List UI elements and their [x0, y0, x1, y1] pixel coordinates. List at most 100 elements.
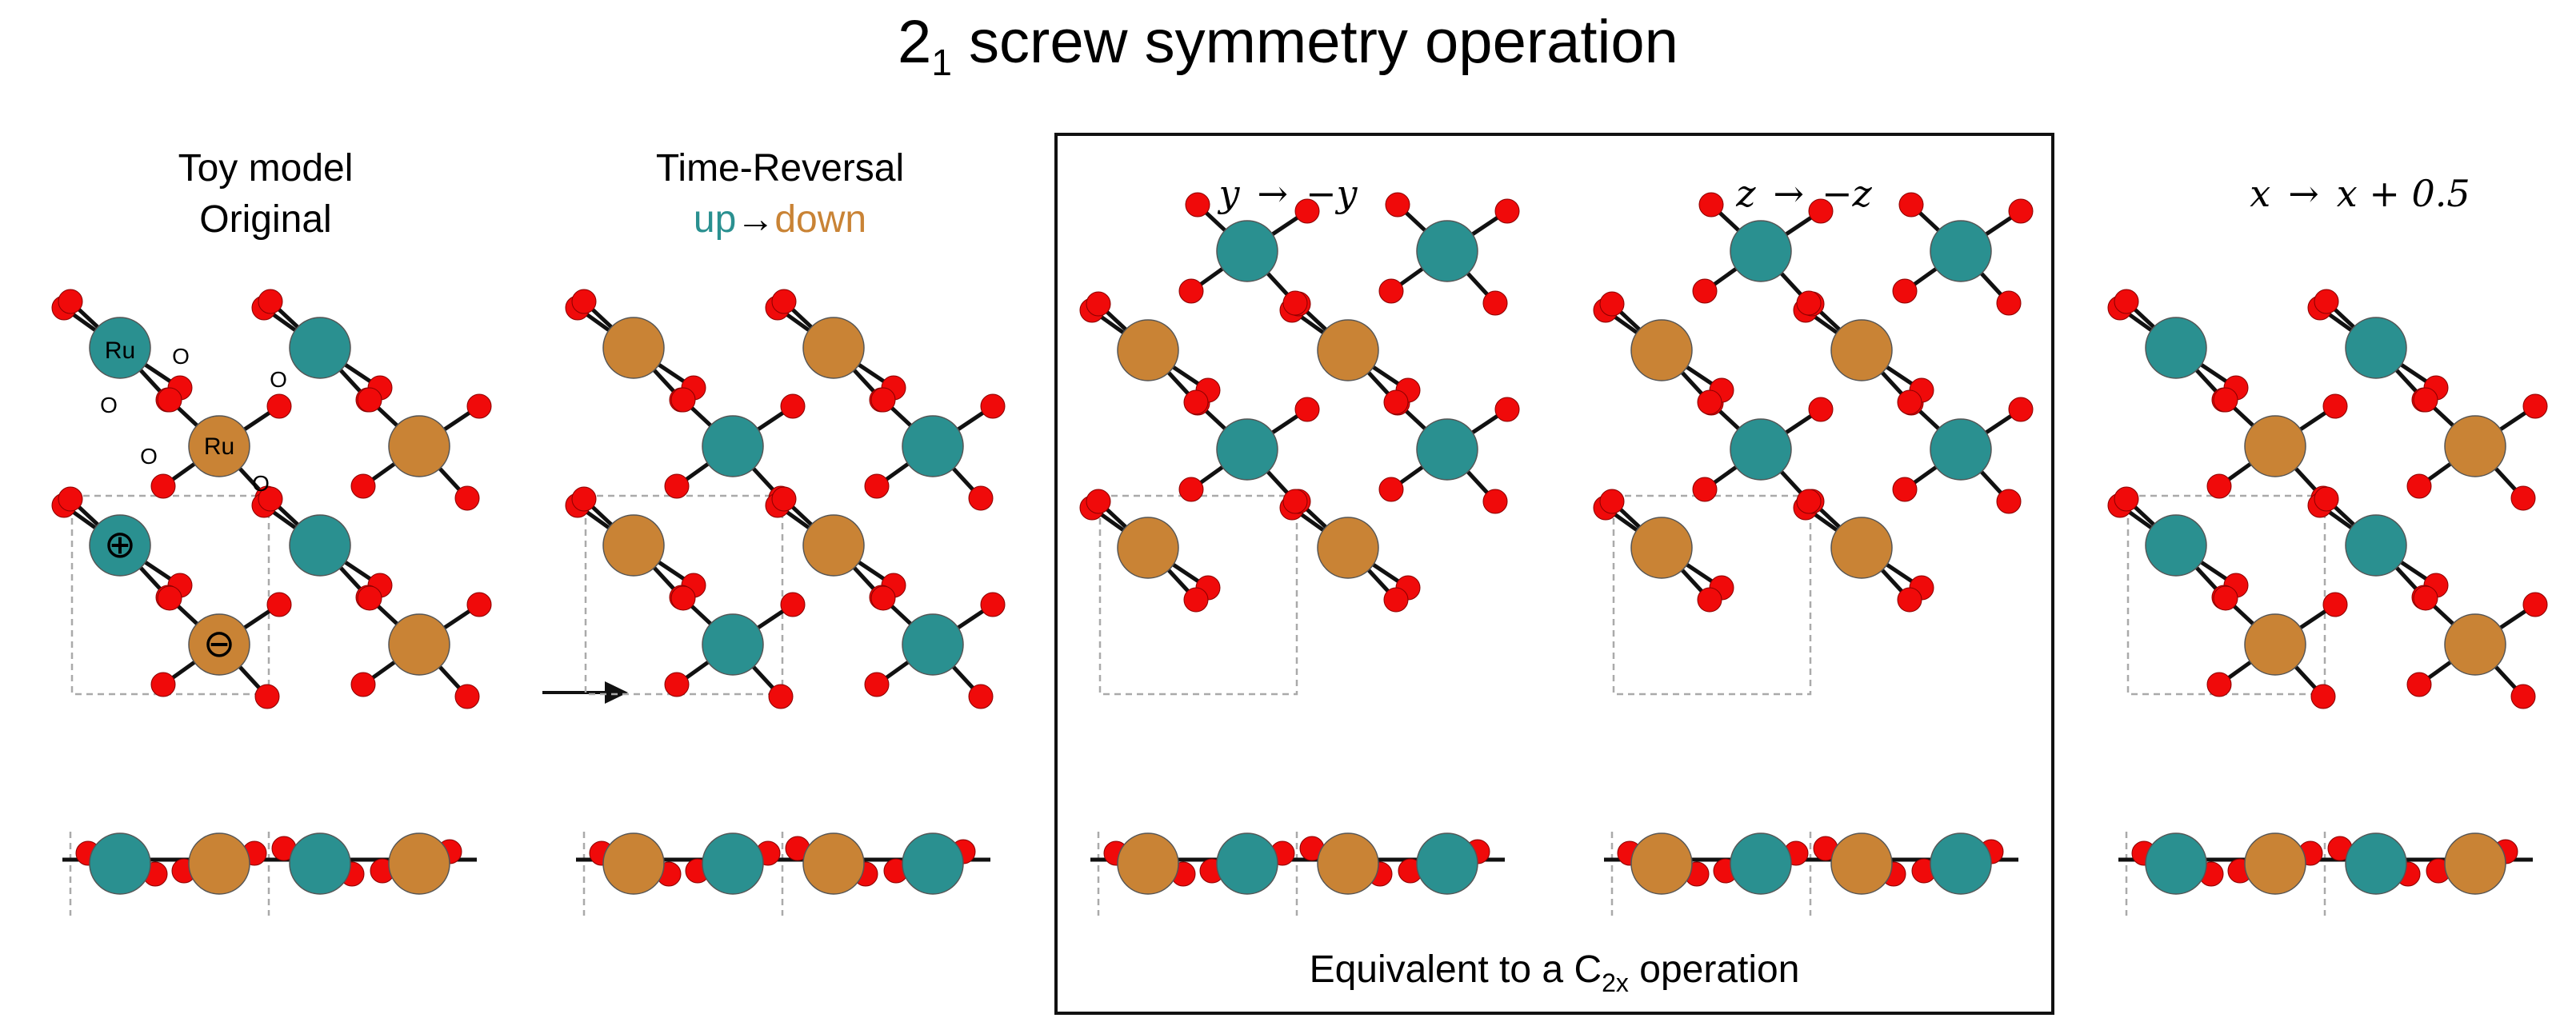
ruthenium-atom [2444, 415, 2506, 477]
oxygen-atom [1599, 489, 1625, 514]
panel-time-reversal-lattice [565, 289, 1006, 916]
ruthenium-atom [1416, 220, 1478, 282]
ruthenium-atom [2345, 317, 2407, 379]
oxygen-atom [670, 585, 696, 611]
oxygen-atom [357, 585, 382, 611]
oxygen-atom [1698, 192, 1724, 218]
oxygen-atom [2406, 672, 2432, 697]
oxygen-atom [1178, 477, 1204, 502]
oxygen-atom [254, 684, 280, 709]
ruthenium-atom [1317, 517, 1379, 579]
oxygen-atom [157, 585, 182, 611]
oxygen-atom [2322, 592, 2348, 617]
oxygen-atom [357, 387, 382, 413]
side-ruthenium-atom [89, 832, 151, 895]
up-down-arrow: → [736, 198, 774, 241]
oxygen-atom [2510, 485, 2536, 511]
oxygen-atom [2314, 486, 2339, 512]
o-label-1: O [172, 344, 190, 369]
ruthenium-atom [89, 317, 151, 379]
ruthenium-atom [1630, 319, 1693, 381]
oxygen-atom [2310, 684, 2336, 709]
ruthenium-atom [289, 317, 351, 379]
oxygen-atom [2510, 684, 2536, 709]
o-label-4: O [140, 444, 158, 469]
ruthenium-atom [1216, 220, 1278, 282]
oxygen-atom [2413, 387, 2438, 413]
panel-z-flip-title: z→−z [1735, 172, 1872, 215]
oxygen-atom [664, 672, 690, 697]
oxygen-atom [1086, 291, 1111, 317]
oxygen-atom [1385, 192, 1410, 218]
unit-cell-box [1612, 494, 1812, 696]
side-ruthenium-atom [1630, 832, 1693, 895]
ruthenium-atom [1830, 319, 1893, 381]
lattice-layer [51, 192, 2548, 916]
oxygen-atom [771, 486, 797, 512]
oxygen-atom [2008, 198, 2034, 224]
oxygen-atom [1086, 489, 1111, 514]
side-ruthenium-atom [1317, 832, 1379, 895]
oxygen-atom [571, 289, 597, 314]
oxygen-atom [771, 289, 797, 314]
ruthenium-atom [1117, 517, 1179, 579]
ruthenium-atom [902, 415, 964, 477]
oxygen-atom [2206, 473, 2232, 499]
oxygen-atom [2008, 397, 2034, 422]
o-label-5: O [252, 471, 270, 496]
oxygen-atom [2522, 592, 2548, 617]
oxygen-atom [864, 672, 890, 697]
oxygen-atom [980, 592, 1006, 617]
oxygen-atom [350, 473, 376, 499]
ruthenium-atom [1830, 517, 1893, 579]
oxygen-atom [1808, 198, 1834, 224]
oxygen-atom [870, 585, 896, 611]
oxygen-atom [1808, 397, 1834, 422]
oxygen-atom [1282, 489, 1308, 514]
ruthenium-atom [802, 514, 865, 577]
ruthenium-atom [802, 317, 865, 379]
ruthenium-atom [1730, 220, 1792, 282]
oxygen-atom [968, 485, 994, 511]
oxygen-atom [58, 486, 83, 512]
panel-y-flip-lattice [1079, 192, 1520, 916]
oxygen-atom [1796, 290, 1822, 316]
oxygen-atom [2114, 289, 2139, 314]
oxygen-atom [1892, 477, 1918, 502]
side-ruthenium-atom [289, 832, 351, 895]
oxygen-atom [2413, 585, 2438, 611]
oxygen-atom [258, 289, 283, 314]
ruthenium-atom [388, 415, 450, 477]
oxygen-atom [2522, 393, 2548, 419]
side-ruthenium-atom [2345, 832, 2407, 895]
side-ruthenium-atom [2244, 832, 2306, 895]
ruthenium-atom [388, 613, 450, 676]
oxygen-atom [1898, 192, 1924, 218]
ruthenium-atom [2444, 613, 2506, 676]
panel-original-lattice [51, 289, 492, 916]
ruthenium-atom [89, 514, 151, 577]
plus-sublattice-label: ⊕ [104, 524, 136, 566]
oxygen-atom [2114, 486, 2139, 512]
ruthenium-atom [702, 613, 764, 676]
ruthenium-atom [1216, 418, 1278, 481]
side-ruthenium-atom [188, 832, 250, 895]
side-ruthenium-atom [1830, 832, 1893, 895]
ruthenium-atom [2244, 613, 2306, 676]
oxygen-atom [1897, 389, 1922, 415]
side-ruthenium-atom [1730, 832, 1792, 895]
oxygen-atom [454, 684, 480, 709]
ruthenium-atom [602, 317, 665, 379]
oxygen-atom [2213, 387, 2238, 413]
oxygen-atom [780, 592, 806, 617]
panel-x-shift-lattice [2107, 289, 2548, 916]
oxygen-atom [780, 393, 806, 419]
oxygen-atom [1692, 278, 1718, 304]
ru-label-2: Ru [204, 433, 234, 460]
panel-z-flip-lattice [1593, 192, 2034, 916]
oxygen-atom [466, 393, 492, 419]
figure-title: 21 screw symmetry operation [898, 8, 1678, 83]
oxygen-atom [1183, 389, 1209, 415]
oxygen-atom [2314, 289, 2339, 314]
oxygen-atom [266, 393, 292, 419]
